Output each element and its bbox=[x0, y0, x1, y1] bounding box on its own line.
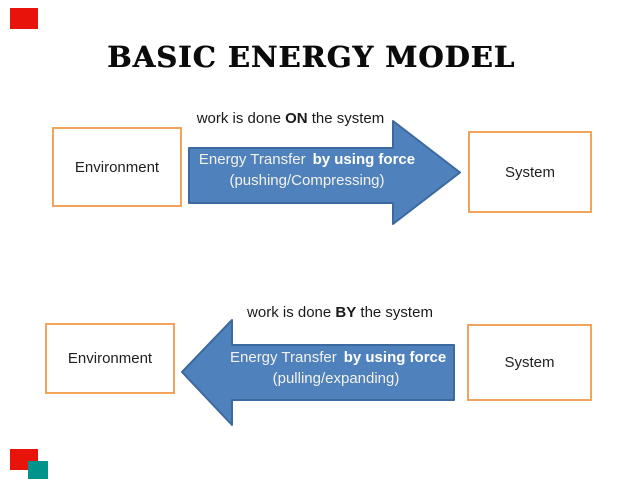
arrow-label-bold: by using force bbox=[312, 151, 416, 168]
arrow-label-regular: Energy Transfer bbox=[230, 349, 337, 366]
teal-corner-bar-bottom-left bbox=[28, 461, 48, 479]
system-label: System bbox=[504, 163, 555, 181]
arrow-label-line1: Energy Transfer by using force bbox=[230, 347, 446, 368]
arrow-label-line2: (pulling/expanding) bbox=[272, 370, 400, 387]
system-box-bottom: System bbox=[467, 324, 592, 401]
arrow-label-bold: by using force bbox=[343, 349, 447, 366]
environment-box-bottom: Environment bbox=[45, 323, 175, 394]
caption-text: the system bbox=[307, 110, 385, 127]
right-arrow-shape bbox=[188, 120, 461, 225]
arrow-label-regular: Energy Transfer bbox=[198, 151, 306, 168]
arrow-label-top: Energy Transfer by using force (pushing/C… bbox=[196, 149, 418, 191]
environment-label: Environment bbox=[67, 350, 153, 367]
caption-text: work is done bbox=[196, 110, 286, 127]
arrow-label-line2: (pushing/Compressing) bbox=[229, 172, 385, 189]
left-arrow-icon bbox=[181, 319, 455, 426]
page-title: BASIC ENERGY MODEL bbox=[106, 40, 516, 74]
caption-work-on-system: work is done ON the system bbox=[188, 110, 393, 127]
caption-work-by-system: work is done BY the system bbox=[235, 304, 445, 321]
caption-bold-word: ON bbox=[285, 110, 308, 127]
caption-text: the system bbox=[356, 304, 433, 321]
arrow-label-bottom: Energy Transfer by using force (pulling/e… bbox=[230, 347, 446, 389]
system-label: System bbox=[504, 354, 555, 371]
environment-label: Environment bbox=[74, 158, 160, 176]
system-box-top: System bbox=[468, 131, 592, 213]
environment-box-top: Environment bbox=[52, 127, 182, 207]
caption-text: work is done bbox=[247, 304, 336, 321]
right-arrow-icon bbox=[188, 120, 461, 225]
caption-bold-word: BY bbox=[335, 304, 357, 321]
arrow-label-line1: Energy Transfer by using force bbox=[196, 149, 418, 170]
left-arrow-shape bbox=[181, 319, 455, 426]
red-corner-bar-top-left bbox=[10, 8, 38, 29]
